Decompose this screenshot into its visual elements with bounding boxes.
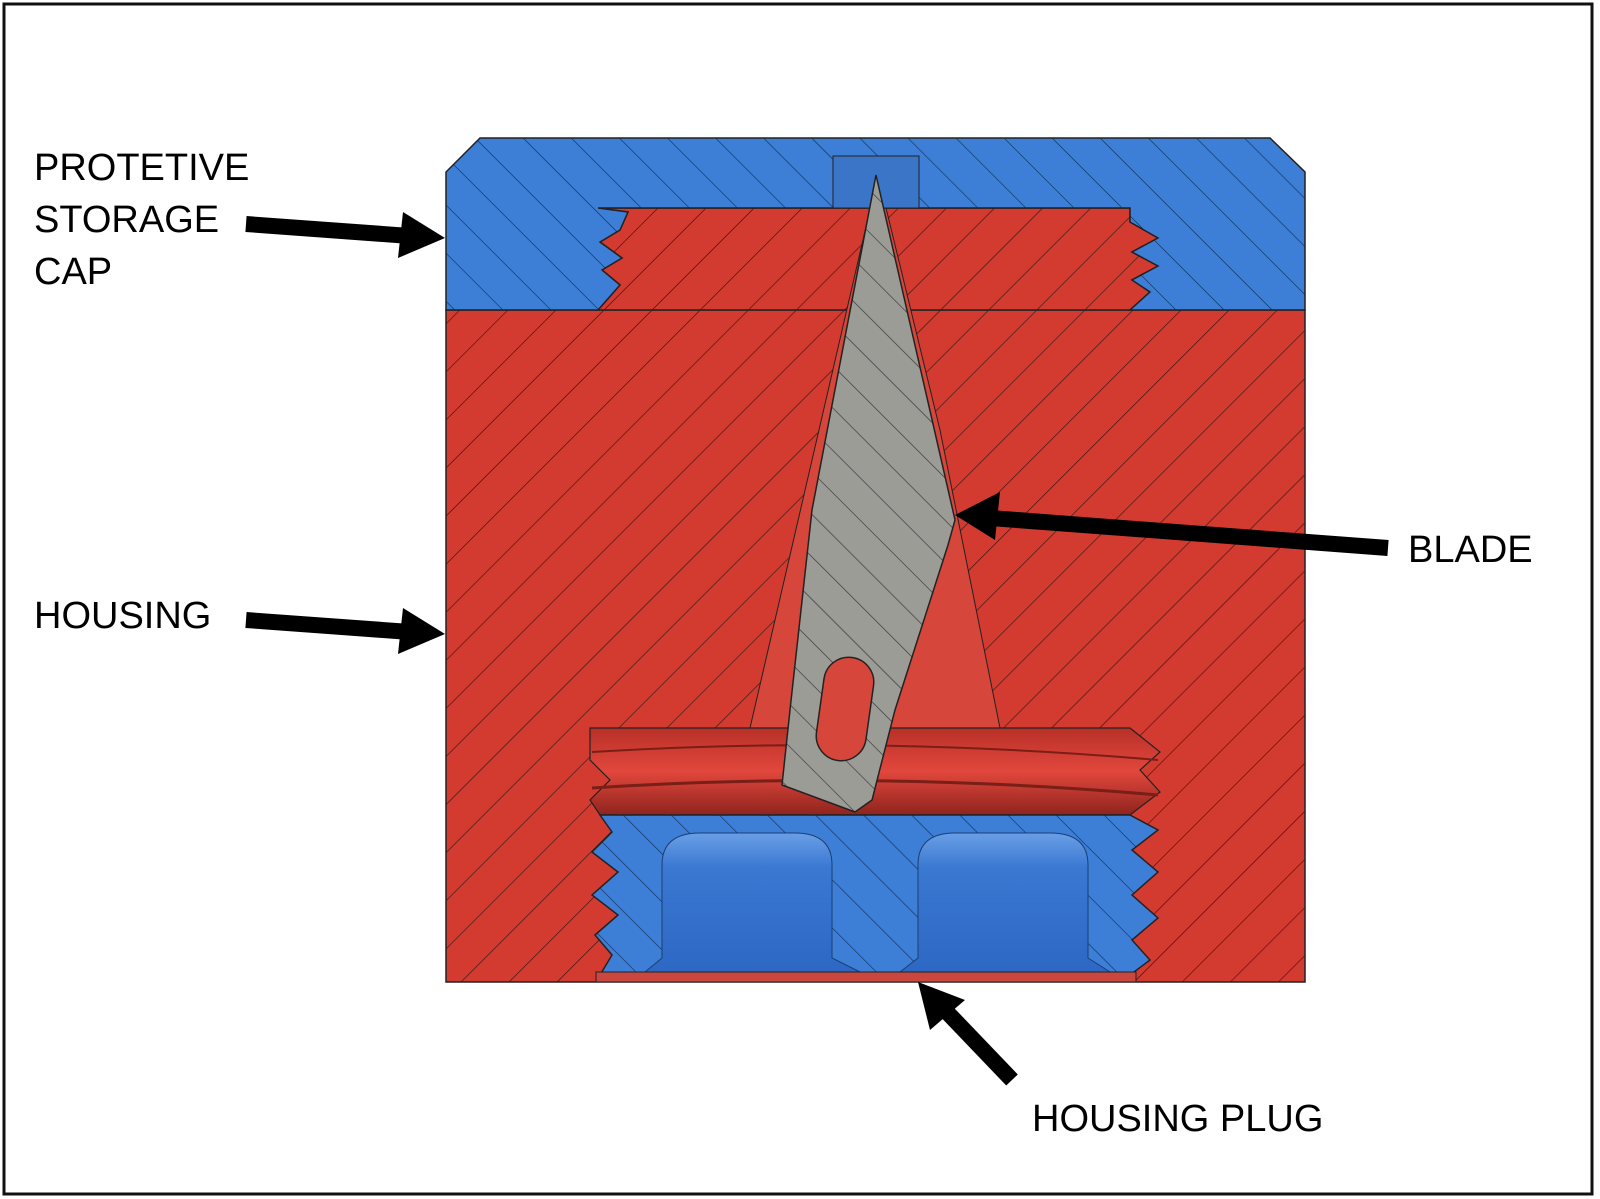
- label-protective-storage-cap: PROTETIVE STORAGE CAP: [34, 142, 249, 298]
- label-housing-plug: HOUSING PLUG: [1032, 1098, 1324, 1140]
- blade-slot: [815, 656, 875, 762]
- arrow-cap: [245, 212, 445, 258]
- label-cap-line-3: CAP: [34, 251, 113, 293]
- label-blade: BLADE: [1408, 529, 1533, 571]
- arrow-plug: [918, 982, 1018, 1086]
- arrows: [245, 212, 1389, 1086]
- label-housing: HOUSING: [34, 595, 212, 637]
- label-cap-line-1: PROTETIVE: [34, 147, 250, 189]
- arrow-housing: [245, 608, 445, 654]
- housing-plug: [590, 814, 1160, 983]
- arrow-blade: [955, 492, 1389, 556]
- label-cap-line-2: STORAGE: [34, 199, 220, 241]
- blade: [781, 174, 956, 813]
